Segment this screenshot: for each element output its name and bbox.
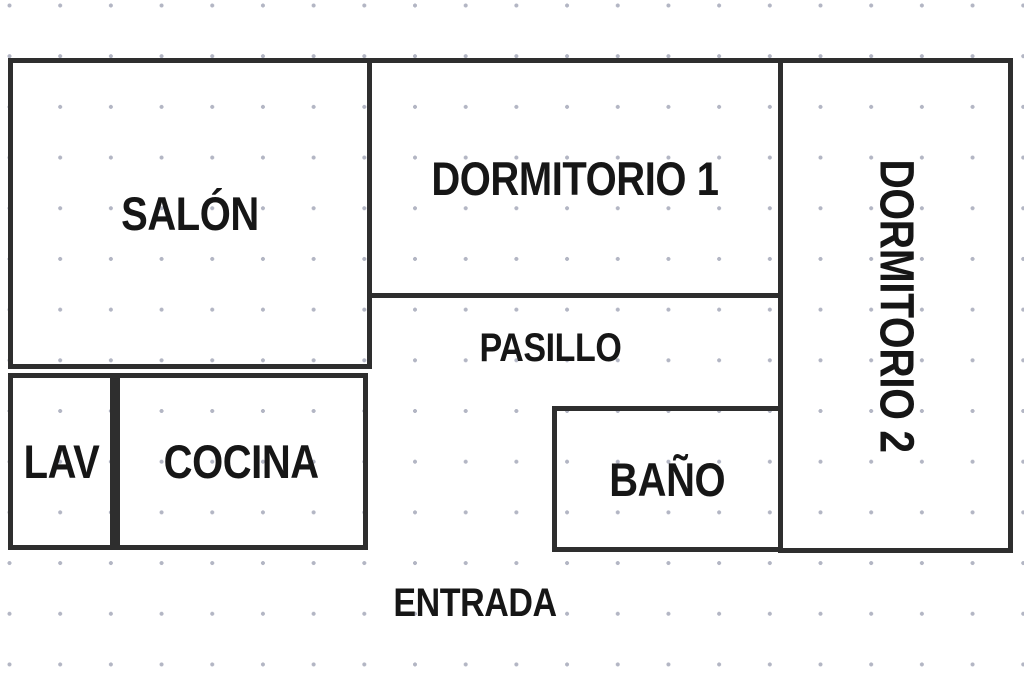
room-salon: SALÓN — [8, 58, 372, 369]
room-dormitorio-2: DORMITORIO 2 — [778, 58, 1013, 553]
room-label-dormitorio-2: DORMITORIO 2 — [869, 158, 923, 453]
room-lav: LAV — [8, 373, 115, 550]
area-label-entrada: ENTRADA — [393, 581, 558, 625]
room-label-salon: SALÓN — [121, 187, 259, 240]
area-label-pasillo: PASILLO — [479, 326, 622, 370]
room-label-lav: LAV — [23, 435, 100, 488]
area-entrada: ENTRADA — [368, 580, 583, 626]
room-label-dormitorio-1: DORMITORIO 1 — [431, 151, 719, 205]
area-pasillo: PASILLO — [368, 293, 733, 403]
room-label-bano: BAÑO — [609, 452, 726, 506]
room-dormitorio-1: DORMITORIO 1 — [367, 58, 783, 298]
room-cocina: COCINA — [115, 373, 368, 550]
room-bano: BAÑO — [552, 406, 783, 552]
room-label-cocina: COCINA — [163, 435, 320, 488]
